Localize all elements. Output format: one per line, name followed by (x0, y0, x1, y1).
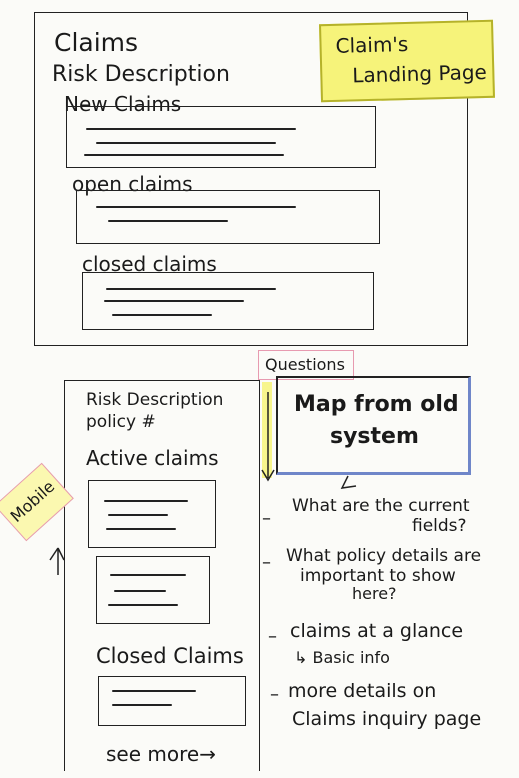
map-from-old-system-box: Map from old system (276, 376, 471, 475)
active-claim-2-line-3 (108, 604, 178, 606)
open-claims-card (76, 190, 380, 244)
question-bullet-3: – (268, 626, 277, 647)
mobile-risk-description: Risk Description (86, 390, 224, 410)
see-more-link[interactable]: see more→ (106, 742, 216, 766)
desktop-subtitle: Risk Description (52, 62, 230, 87)
closed-claims-line-2 (104, 300, 244, 302)
desktop-title: Claims (54, 28, 139, 57)
mobile-frame (64, 380, 260, 771)
question-3-line-2: ↳ Basic info (294, 648, 390, 667)
active-claim-card-2 (96, 556, 210, 624)
new-claims-line-3 (84, 154, 284, 156)
active-claim-2-line-1 (110, 574, 186, 576)
active-claim-2-line-2 (114, 590, 166, 592)
mobile-closed-claims: Closed Claims (96, 644, 244, 668)
closed-claim-line-2 (112, 704, 172, 706)
closed-claims-card (82, 272, 374, 330)
question-1-line-2: fields? (412, 516, 467, 536)
closed-claims-line-3 (112, 314, 212, 316)
new-claims-label: New Claims (64, 92, 182, 116)
questions-tag: Questions (258, 350, 354, 380)
mobile-policy-number: policy # (86, 412, 156, 432)
active-claim-card-1 (88, 480, 216, 548)
question-2-line-3: here? (352, 584, 397, 603)
open-claims-line-1 (96, 206, 296, 208)
new-claims-line-1 (86, 128, 296, 130)
questions-tag-label: Questions (265, 355, 345, 374)
question-2-line-2: important to show (300, 566, 456, 586)
map-header-line-1: Map from old (294, 392, 459, 417)
question-2-line-1: What policy details are (286, 546, 482, 566)
closed-claim-card (98, 676, 246, 726)
open-claims-line-2 (108, 220, 228, 222)
question-4-line-1: more details on (288, 680, 437, 702)
question-1-line-1: What are the current (292, 496, 470, 516)
active-claim-1-line-3 (106, 528, 176, 530)
question-bullet-2: – (262, 552, 271, 573)
map-header-line-2: system (330, 424, 419, 449)
closed-claims-line-1 (106, 288, 276, 290)
active-claim-1-line-1 (104, 500, 188, 502)
desktop-frame (34, 12, 468, 346)
question-3-line-1: claims at a glance (290, 620, 464, 642)
closed-claim-line-1 (112, 690, 196, 692)
new-claims-line-2 (96, 142, 276, 144)
questions-highlight (262, 382, 272, 478)
question-4-line-2: Claims inquiry page (292, 708, 482, 730)
mobile-active-claims: Active claims (86, 446, 219, 470)
question-bullet-4: – (270, 684, 279, 705)
open-claims-label: open claims (72, 172, 193, 196)
active-claim-1-line-2 (108, 514, 168, 516)
question-bullet-1: – (262, 508, 271, 529)
new-claims-card (66, 106, 376, 168)
